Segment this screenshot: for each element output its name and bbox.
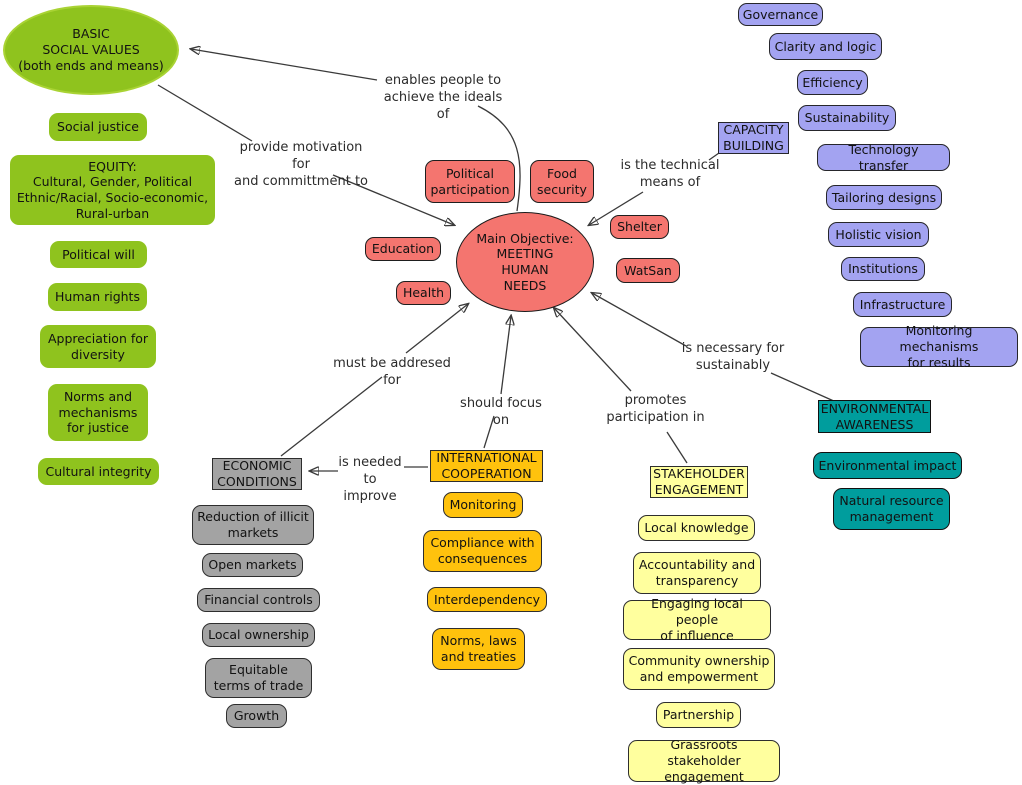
node-economic-conditions[interactable]: ECONOMIC CONDITIONS — [212, 458, 302, 490]
node-monitoring[interactable]: Monitoring — [443, 492, 523, 518]
node-cultural-integrity[interactable]: Cultural integrity — [38, 458, 159, 485]
node-tailoring-designs[interactable]: Tailoring designs — [826, 185, 942, 210]
node-international-cooperation[interactable]: INTERNATIONAL COOPERATION — [430, 450, 543, 482]
node-grassroots-engagement[interactable]: Grassroots stakeholder engagement — [628, 737, 780, 784]
node-food-security[interactable]: Food security — [530, 160, 594, 203]
link-label-should-focus: should focus on — [460, 396, 542, 428]
edge-promotes-label-to-main — [554, 308, 632, 392]
node-education[interactable]: Education — [365, 237, 441, 261]
edge-necessary-label-to-main — [592, 293, 687, 347]
node-shelter[interactable]: Shelter — [610, 215, 669, 239]
node-community-ownership[interactable]: Community ownership and empowerment — [623, 648, 775, 690]
node-equity[interactable]: EQUITY: Cultural, Gender, Political Ethn… — [10, 155, 215, 225]
node-norms-laws-treaties[interactable]: Norms, laws and treaties — [432, 628, 525, 670]
edge-should-label-to-main — [500, 316, 511, 395]
link-label-must-addressed: must be addresed for — [333, 356, 451, 388]
node-human-rights[interactable]: Human rights — [48, 283, 147, 311]
link-label-enables: enables people to achieve the ideals of — [383, 73, 503, 122]
node-governance[interactable]: Governance — [738, 3, 823, 26]
link-label-technical-means: is the technical means of — [620, 158, 720, 190]
edge-economic-to-must-label — [280, 376, 383, 457]
edge-intcoop-to-should-label — [483, 415, 495, 449]
node-local-knowledge[interactable]: Local knowledge — [638, 515, 755, 541]
node-efficiency[interactable]: Efficiency — [797, 70, 868, 95]
link-label-promotes-participation: promotes participation in — [606, 393, 705, 425]
node-health[interactable]: Health — [396, 281, 451, 305]
node-growth[interactable]: Growth — [226, 704, 287, 728]
edge-envaware-to-necessary-label — [770, 372, 837, 403]
node-environmental-awareness[interactable]: ENVIRONMENTAL AWARENESS — [818, 400, 931, 433]
node-clarity-and-logic[interactable]: Clarity and logic — [769, 33, 882, 60]
node-main-objective[interactable]: Main Objective: MEETING HUMAN NEEDS — [456, 212, 594, 312]
node-environmental-impact[interactable]: Environmental impact — [813, 452, 962, 479]
edge-capacity-to-technical-label — [708, 152, 720, 161]
node-political-participation[interactable]: Political participation — [425, 160, 515, 203]
node-compliance-with-consequences[interactable]: Compliance with consequences — [423, 530, 542, 572]
node-holistic-vision[interactable]: Holistic vision — [828, 222, 929, 247]
node-technology-transfer[interactable]: Technology transfer — [817, 142, 950, 173]
node-equitable-terms-of-trade[interactable]: Equitable terms of trade — [205, 658, 312, 698]
edge-stakeholder-to-promotes-label — [666, 431, 688, 464]
node-local-ownership[interactable]: Local ownership — [202, 623, 315, 647]
node-engaging-local-people[interactable]: Engaging local people of influence — [623, 596, 771, 643]
link-label-needed-improve: is needed to improve — [338, 455, 402, 504]
edge-basic-values-to-provide-label — [157, 84, 253, 142]
node-institutions[interactable]: Institutions — [841, 257, 925, 281]
edge-enables-label-to-basic-values — [191, 49, 378, 81]
node-social-justice[interactable]: Social justice — [49, 113, 147, 141]
node-stakeholder-engagement[interactable]: STAKEHOLDER ENGAGEMENT — [650, 466, 748, 498]
node-partnership[interactable]: Partnership — [656, 702, 741, 728]
node-capacity-building[interactable]: CAPACITY BUILDING — [718, 122, 789, 154]
node-natural-resource-management[interactable]: Natural resource management — [833, 488, 950, 530]
node-norms-and-mechanisms[interactable]: Norms and mechanisms for justice — [48, 384, 148, 441]
node-basic-social-values[interactable]: BASIC SOCIAL VALUES (both ends and means… — [3, 5, 179, 95]
node-appreciation-for-diversity[interactable]: Appreciation for diversity — [40, 325, 156, 368]
node-accountability-transparency[interactable]: Accountability and transparency — [633, 552, 761, 594]
node-interdependency[interactable]: Interdependency — [427, 587, 547, 612]
node-open-markets[interactable]: Open markets — [202, 553, 303, 577]
node-infrastructure[interactable]: Infrastructure — [853, 292, 952, 317]
edge-technical-label-to-main — [589, 191, 644, 225]
node-watsan[interactable]: WatSan — [616, 258, 680, 283]
edge-main-to-enables-label — [477, 105, 521, 212]
link-label-necessary-sustainably: is necessary for sustainably — [681, 341, 785, 373]
node-political-will[interactable]: Political will — [50, 241, 147, 268]
node-monitoring-mechanisms[interactable]: Monitoring mechanisms for results — [860, 323, 1018, 370]
node-financial-controls[interactable]: Financial controls — [197, 588, 320, 612]
edge-must-label-to-main — [405, 304, 468, 354]
link-label-provide-motivation: provide motivation for and committment t… — [233, 140, 368, 189]
node-reduction-illicit-markets[interactable]: Reduction of illicit markets — [192, 505, 314, 545]
edge-provide-label-to-main — [332, 174, 454, 225]
node-sustainability[interactable]: Sustainability — [798, 105, 896, 131]
